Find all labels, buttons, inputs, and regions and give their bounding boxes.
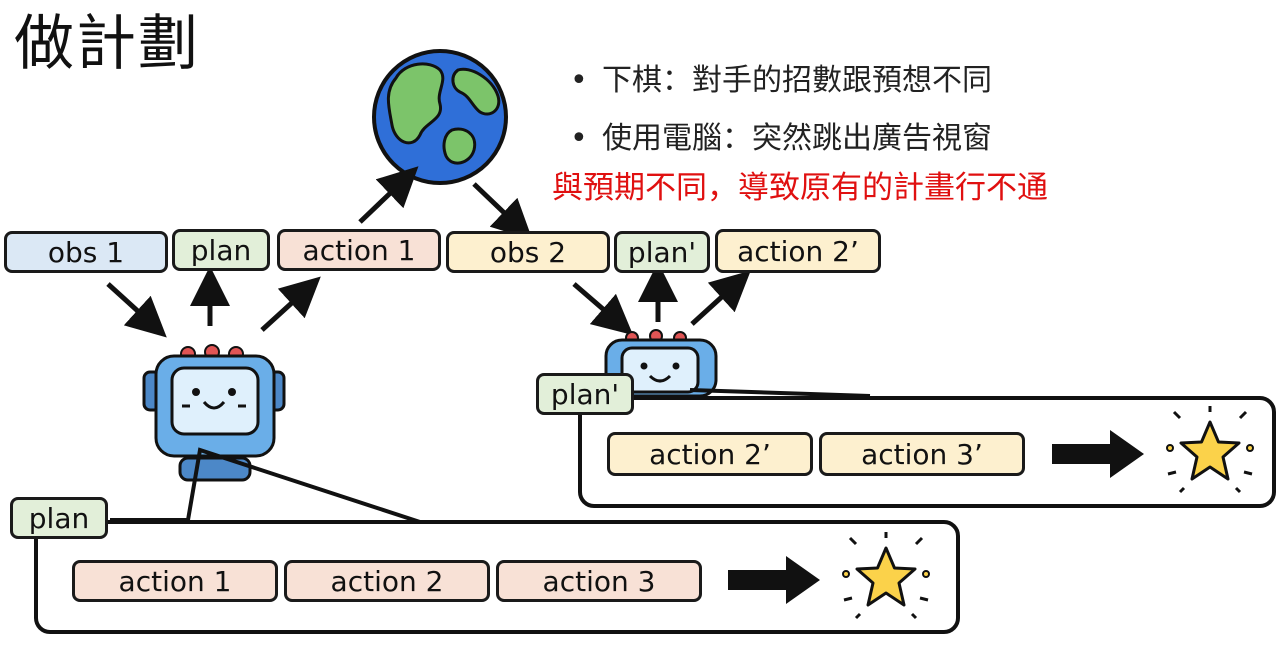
token-obs1: obs 1 — [4, 231, 168, 273]
token-action1: action 1 — [277, 229, 441, 271]
panel1-action: action 1 — [72, 560, 278, 602]
arrow-from-world — [472, 182, 533, 240]
arrow-right-icon — [728, 556, 820, 604]
panel-2-connector — [689, 388, 871, 398]
bullet-text: 下棋：對手的招數跟預想不同 — [602, 63, 992, 98]
page-title: 做計劃 — [14, 9, 200, 79]
panel2-action: action 2’ — [607, 432, 813, 476]
token-plan: plan — [172, 229, 270, 271]
arrow-right-icon — [1052, 430, 1144, 478]
arrow-robot-to-action — [260, 276, 321, 332]
panel1-action: action 3 — [496, 560, 702, 602]
robot-icon — [604, 329, 718, 398]
star-icon — [1166, 406, 1254, 494]
bullet-item: •下棋：對手的招數跟預想不同 — [570, 63, 992, 98]
token-action2-prime: action 2’ — [715, 229, 881, 273]
highlight-text: 與預期不同，導致原有的計畫行不通 — [552, 170, 1048, 206]
panel1-action: action 2 — [284, 560, 490, 602]
plan-label-2: plan' — [536, 373, 634, 415]
arrow-to-world — [358, 166, 419, 224]
arrow-obs-to-robot — [106, 282, 167, 338]
arrow-robot-to-action-prime — [690, 270, 751, 326]
bullet-text: 使用電腦：突然跳出廣告視窗 — [602, 121, 992, 156]
token-plan-prime: plan' — [614, 231, 710, 273]
bullet-list: •下棋：對手的招數跟預想不同 •使用電腦：突然跳出廣告視窗 — [570, 52, 992, 168]
bullet-item: •使用電腦：突然跳出廣告視窗 — [570, 121, 992, 156]
robot-icon — [142, 344, 286, 482]
earth-icon — [372, 49, 508, 185]
plan-label-1: plan — [10, 497, 108, 539]
arrow-obs2-to-robot — [572, 282, 634, 336]
token-obs2: obs 2 — [446, 231, 610, 273]
star-icon — [842, 532, 930, 620]
panel2-action: action 3’ — [819, 432, 1025, 476]
